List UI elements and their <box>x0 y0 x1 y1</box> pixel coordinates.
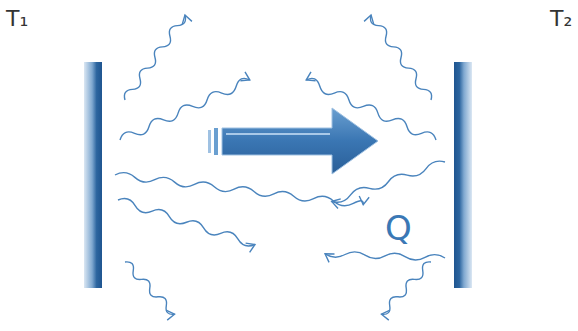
heat-flow-arrow <box>222 108 378 174</box>
arrow-tail-tick <box>214 128 218 155</box>
left-plate <box>84 62 102 288</box>
radiation-wave <box>117 196 256 248</box>
arrow-tail-tick <box>208 130 211 153</box>
radiation-wave <box>122 259 177 317</box>
temperature-label: T₁ <box>6 8 28 30</box>
temperature-label: T₂ <box>550 8 572 30</box>
radiation-wave <box>122 13 188 103</box>
radiation-wave <box>379 259 434 317</box>
radiation-wave <box>115 172 364 209</box>
heat-symbol: Q <box>385 211 412 245</box>
radiation-wave <box>325 251 445 261</box>
radiation-wave <box>331 159 447 205</box>
arrow-highlight <box>226 133 330 135</box>
right-plate <box>454 62 472 288</box>
radiation-wave <box>368 13 434 103</box>
